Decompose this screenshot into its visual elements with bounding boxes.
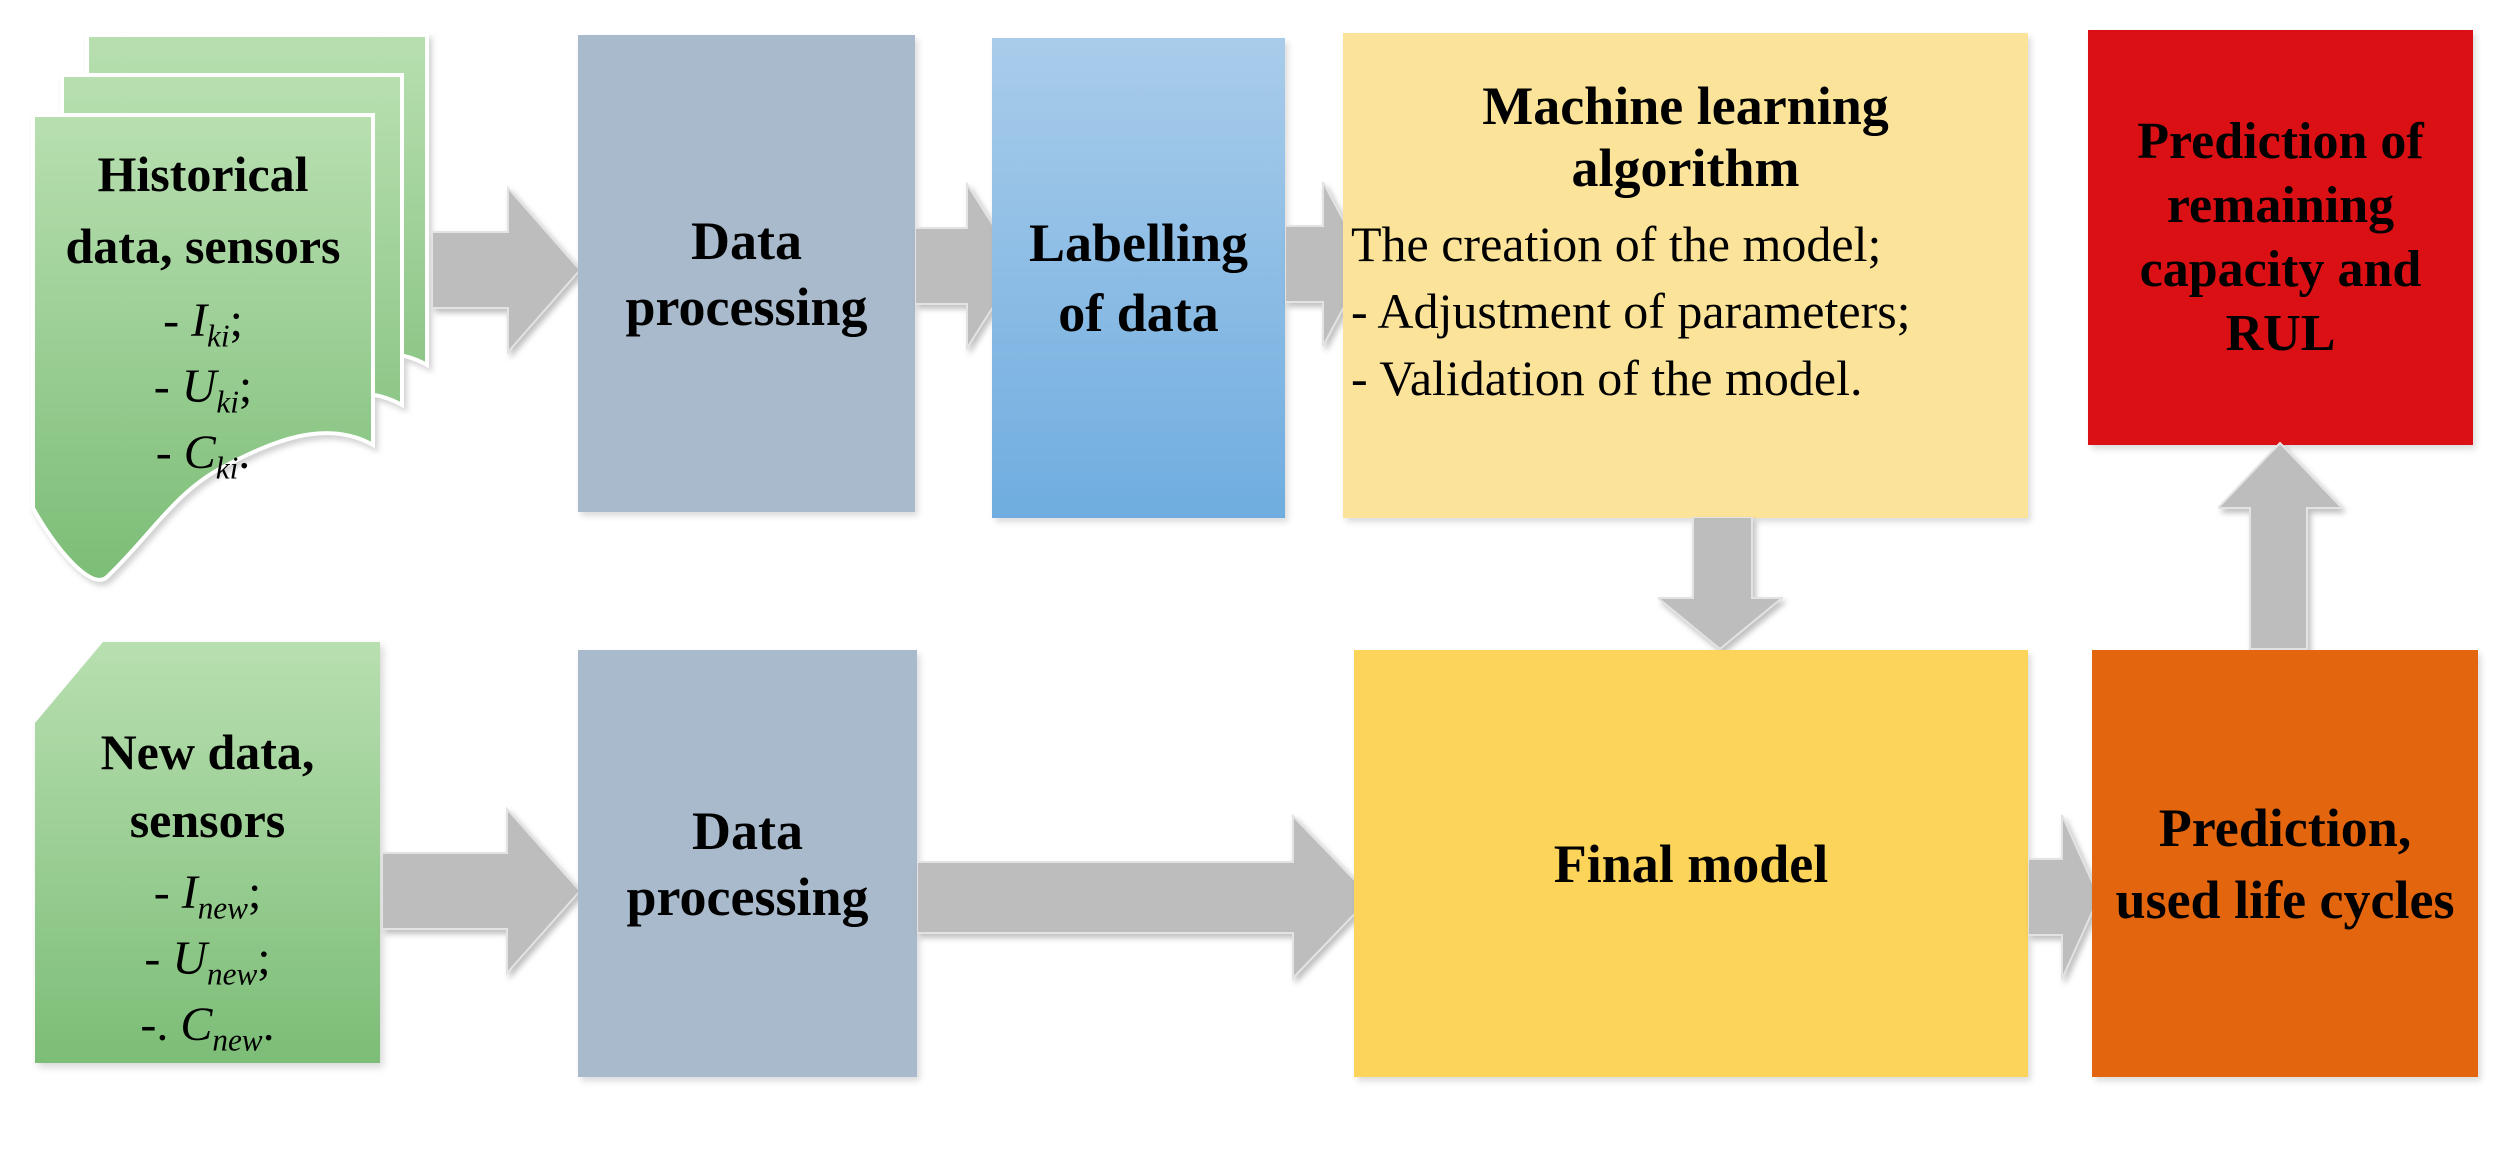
arrow-historical-to-processing [432,186,582,354]
labelling-box: Labelling of data [992,38,1285,518]
prediction-rul-box: Prediction of remaining capacity and RUL [2088,30,2473,445]
historical-data-node: Historical data, sensors - Iki;- Uki;- C… [33,138,373,486]
new-data-document-icon [35,642,380,1063]
ml-algorithm-steps: The creation of the model; - Adjustment … [1343,199,2028,412]
historical-data-title-line2: data, sensors [65,218,341,274]
data-processing-top-label-line2: processing [625,276,868,337]
historical-data-title-line1: Historical [97,146,309,202]
sensor-item: - Inew; [153,866,262,926]
final-model-label: Final model [1553,833,1829,894]
ml-title-line1: Machine learning [1482,76,1889,136]
sensor-item: - Iki; [163,294,243,354]
new-data-title-line2: sensors [129,792,286,848]
labelling-label-line2: of data [1058,283,1219,343]
ml-title-line2: algorithm [1571,138,1800,198]
ml-step-1: The creation of the model; [1351,216,1882,272]
sensor-item: - Uki; [153,360,253,420]
prediction-cycles-line1: Prediction, [2158,797,2412,858]
prediction-rul-line1: Prediction of [2137,112,2424,170]
historical-sensor-list: - Iki;- Uki;- Cki. [33,288,373,486]
sensor-item: - Cki. [155,426,251,486]
data-processing-top-box: Data processing [578,35,915,512]
arrow-processing-to-final-model [917,814,1373,981]
arrow-final-to-cycles [2028,814,2101,980]
data-processing-top-label-line1: Data [691,210,802,271]
data-processing-bottom-label-line1: Data [692,800,803,861]
sensor-item: - Unew; [144,932,271,992]
ml-step-3: - Validation of the model. [1351,350,1863,406]
arrow-cycles-to-rul [2218,442,2342,650]
labelling-label-line1: Labelling [1028,213,1249,273]
new-data-title-line1: New data, [100,724,315,780]
ml-step-2: - Adjustment of parameters; [1351,283,1911,339]
new-sensor-list: - Inew;- Unew;-. Cnew. [35,860,380,1058]
prediction-rul-line4: RUL [2225,304,2336,362]
prediction-cycles-line2: used life cycles [2115,869,2455,930]
final-model-box: Final model [1354,650,2028,1077]
data-processing-bottom-label-line2: processing [626,866,869,927]
prediction-rul-line2: remaining [2166,176,2395,234]
sensor-item: -. Cnew. [140,998,275,1058]
data-processing-bottom-box: Data processing [578,650,917,1077]
prediction-cycles-box: Prediction, used life cycles [2092,650,2478,1077]
ml-algorithm-title: Machine learning algorithm [1482,75,1888,199]
arrow-newdata-to-processing [382,807,582,975]
new-data-node: New data, sensors - Inew;- Unew;-. Cnew. [35,718,380,1058]
arrow-ml-to-final-model [1658,517,1783,651]
prediction-rul-line3: capacity and [2139,240,2422,298]
ml-algorithm-box: Machine learning algorithm The creation … [1343,33,2028,518]
new-data-shape [35,642,380,1063]
